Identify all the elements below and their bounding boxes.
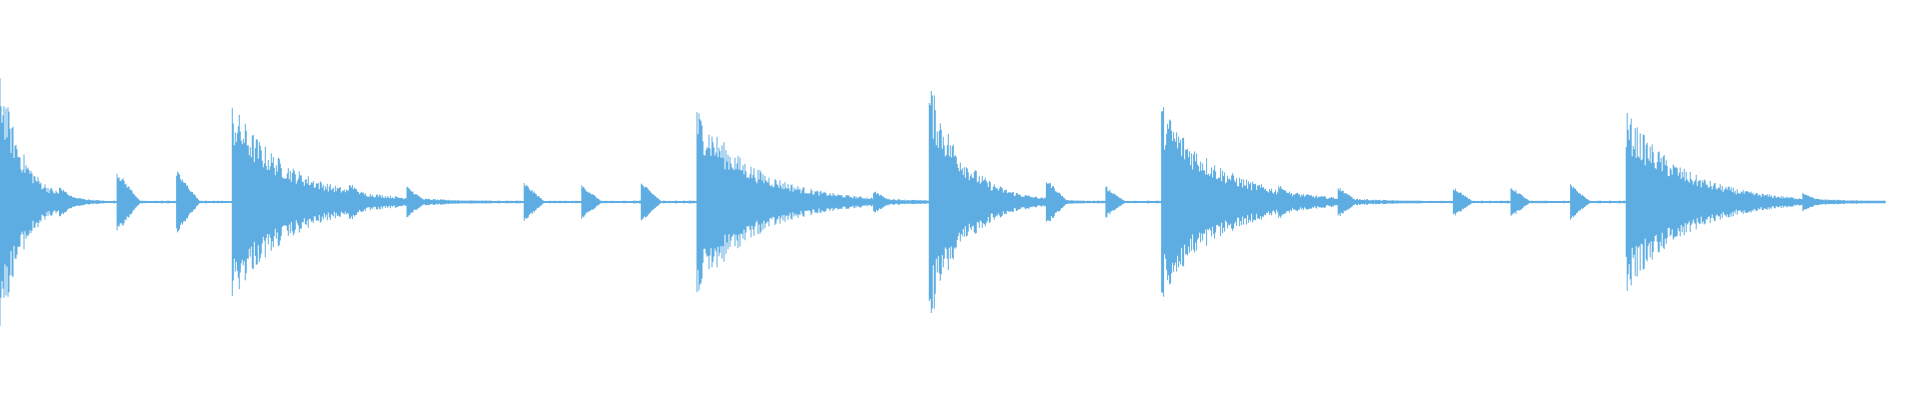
waveform-tick-3	[176, 171, 201, 233]
waveform-channel	[0, 78, 1886, 326]
waveform-tick-23	[1742, 196, 1761, 208]
waveform-tick-8	[581, 185, 603, 219]
waveform-tick-20	[1510, 188, 1531, 216]
waveform-tick-21	[1570, 184, 1592, 220]
waveform-tick-11	[873, 191, 893, 213]
waveform-hit-16	[1161, 107, 1422, 297]
waveform-tick-17	[1278, 186, 1300, 218]
waveform-tick-9	[640, 183, 662, 221]
waveform-hit-4	[231, 107, 492, 297]
waveform-tick-7	[523, 183, 545, 221]
waveform-tick-5	[348, 184, 370, 220]
waveform-hit-0	[0, 78, 104, 326]
waveform-tick-13	[988, 191, 1008, 213]
waveform-tick-2	[116, 173, 141, 231]
waveform-tick-18	[1337, 188, 1358, 216]
waveform-tick-6	[406, 186, 427, 218]
waveform-tick-19	[1452, 188, 1473, 216]
waveform-tick-24	[1802, 192, 1822, 212]
waveform-tick-1	[59, 187, 79, 217]
waveform-hit-10	[696, 111, 957, 293]
waveform-tick-14	[1045, 182, 1068, 222]
waveform-tick-15	[1105, 186, 1126, 218]
waveform-hit-22	[1625, 113, 1886, 291]
